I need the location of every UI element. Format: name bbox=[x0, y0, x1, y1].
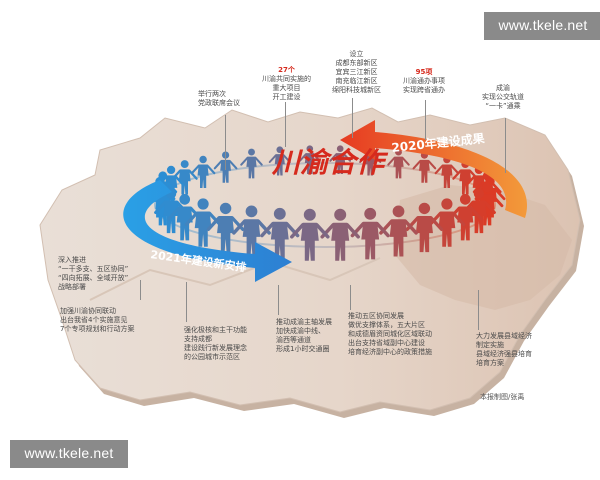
leader-line bbox=[425, 100, 426, 140]
person-figure bbox=[240, 148, 263, 179]
ring-path bbox=[154, 162, 496, 248]
annotation-county-economy: 大力发展县域经济 制定实施 县域经济强县培育 培育方案 bbox=[476, 332, 532, 367]
arrow-2021-body bbox=[123, 180, 292, 282]
watermark-top: www.tkele.net bbox=[484, 12, 600, 40]
annotation-new-districts: 设立 成都东部新区 宜宾三江新区 南充临江新区 绵阳科技城新区 bbox=[332, 50, 381, 94]
arrow-2020-body bbox=[340, 120, 528, 218]
person-figure bbox=[387, 148, 410, 179]
annotation-strategy: 深入推进 “一干多支、五区协同” “四向拓展、全域开放” 战略部署 bbox=[58, 256, 129, 291]
person-figure bbox=[171, 160, 198, 195]
leader-line bbox=[350, 285, 351, 310]
annotation-joint-meeting: 举行两次 党政联席会议 bbox=[198, 90, 240, 107]
annotation-major-projects: 27个 川渝共同实施的 重大项目 开工建设 bbox=[262, 66, 311, 101]
person-figure bbox=[184, 198, 222, 247]
leader-line bbox=[352, 98, 353, 138]
leader-line bbox=[505, 118, 506, 173]
annotation-coordination: 加强川渝协同联动 出台我省4个实施意见 7个专项规划和行动方案 bbox=[60, 307, 135, 333]
leader-line bbox=[140, 280, 141, 300]
annotation-five-regions: 推动五区协同发展 做优支撑体系，五大片区 和成德眉资同城化区域联动 出台支持省域… bbox=[348, 312, 432, 356]
person-figure bbox=[329, 145, 352, 174]
credit-line: 本报制图/张禹 bbox=[480, 393, 525, 401]
person-figure bbox=[268, 146, 291, 176]
person-figure bbox=[190, 155, 216, 189]
annotation-chengdu-park-city: 强化极核和主干功能 支持成都 建设践行新发展理念 的公园城市示范区 bbox=[184, 326, 247, 361]
leader-line bbox=[285, 102, 286, 147]
leader-line bbox=[478, 290, 479, 330]
annotation-main-axis: 推动成渝主轴发展 加快成渝中线、 渝西等通道 形成1小时交通圈 bbox=[276, 318, 332, 353]
figure-ring bbox=[144, 145, 506, 261]
map-ridge bbox=[89, 257, 381, 301]
annotation-transit-card: 成渝 实现公交轨道 “一卡”通乘 bbox=[482, 84, 524, 110]
person-figure bbox=[298, 145, 321, 174]
annotation-cross-province: 95项 川渝通办事项 实现跨省通办 bbox=[403, 68, 445, 94]
person-figure bbox=[428, 198, 466, 247]
leader-line bbox=[225, 115, 226, 170]
person-figure bbox=[290, 208, 330, 261]
watermark-bottom: www.tkele.net bbox=[10, 440, 128, 468]
diagram-title: 川渝合作 bbox=[271, 146, 389, 179]
leader-line bbox=[278, 285, 279, 315]
leader-line bbox=[186, 282, 187, 322]
